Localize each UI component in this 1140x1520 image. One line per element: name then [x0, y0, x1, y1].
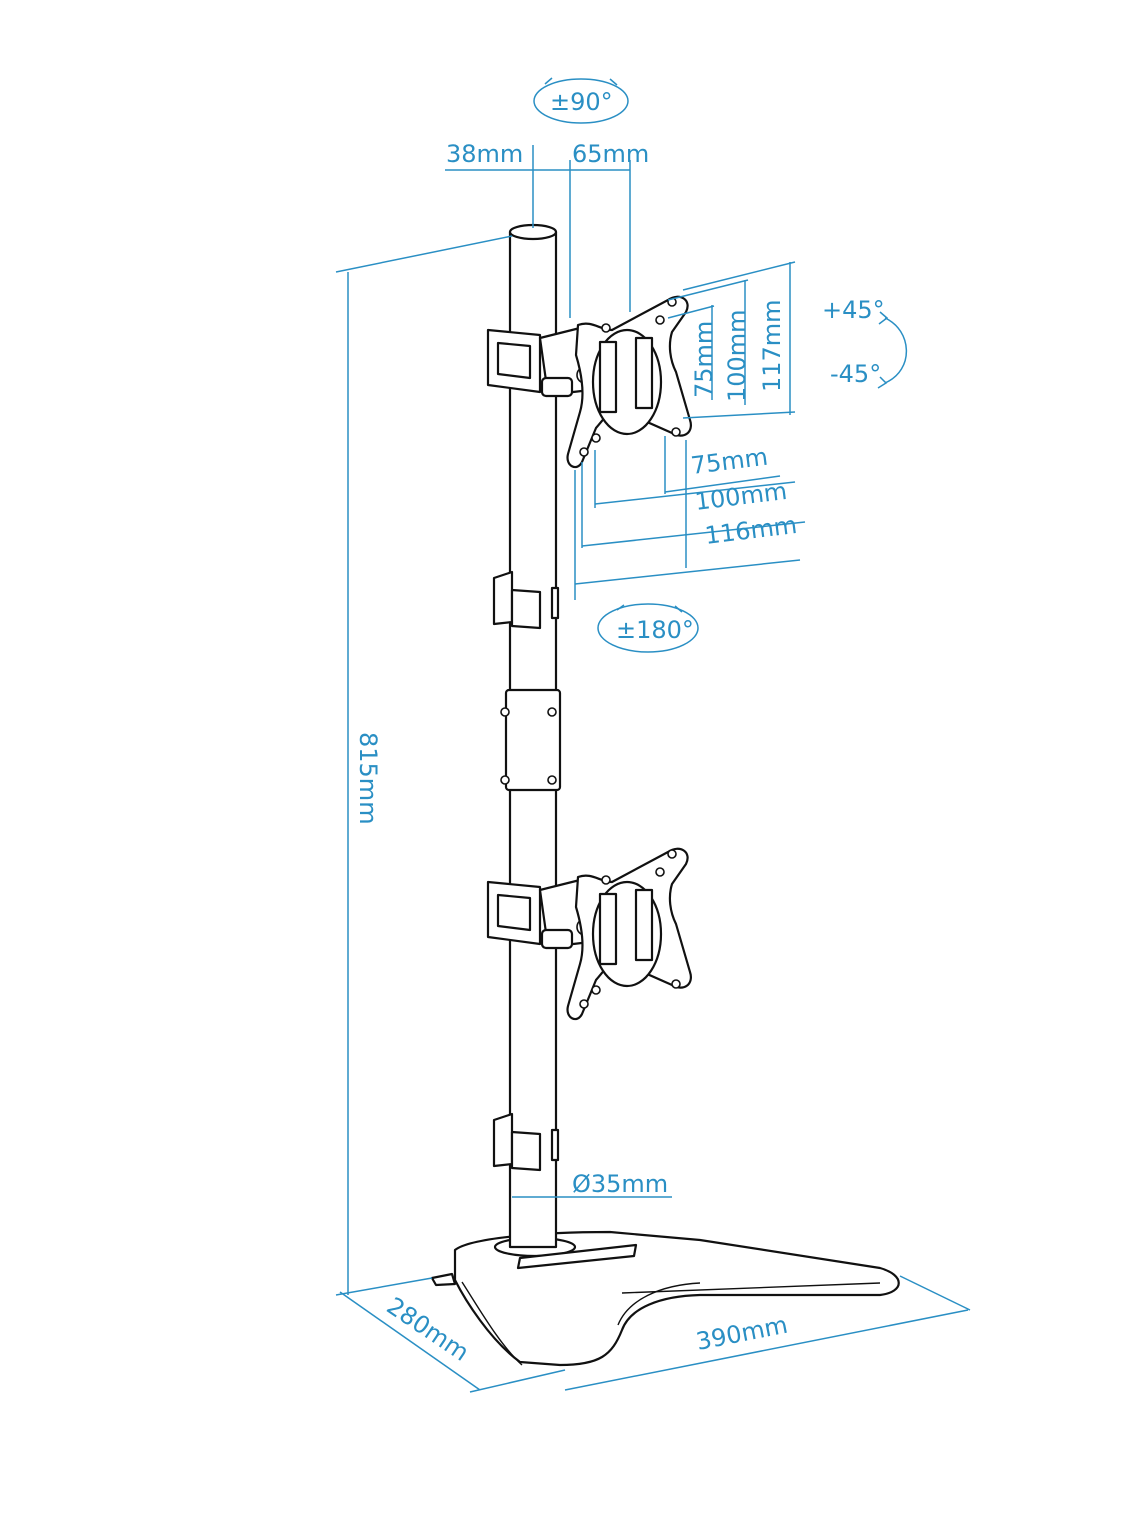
stand-base	[430, 1230, 900, 1367]
monitor-mount-upper	[486, 295, 692, 469]
depth-280-label: 280mm	[382, 1292, 474, 1367]
vesa-h100-label: 100mm	[693, 477, 788, 516]
vesa-v75-label: 75mm	[690, 321, 718, 398]
height-815-label: 815mm	[354, 732, 382, 825]
rotation-90-label: ±90°	[550, 88, 613, 116]
monitor-mount-lower	[486, 847, 692, 1021]
width-65-label: 65mm	[572, 140, 649, 168]
vesa-h75-label: 75mm	[689, 443, 769, 480]
pole	[500, 223, 562, 1249]
cable-clip-upper	[492, 570, 560, 630]
tilt-up-label: +45°	[822, 296, 885, 324]
vesa-v100-label: 100mm	[723, 309, 751, 402]
plate-h117-label: 117mm	[758, 299, 786, 392]
plate-w116-label: 116mm	[703, 511, 798, 550]
width-38-label: 38mm	[446, 140, 523, 168]
tilt-down-label: -45°	[830, 360, 881, 388]
width-390-label: 390mm	[694, 1311, 790, 1356]
rotation-180-label: ±180°	[616, 616, 694, 644]
cable-clip-lower	[492, 1112, 560, 1172]
pole-diameter-label: Ø35mm	[572, 1170, 668, 1198]
dimension-lines	[335, 77, 971, 1393]
